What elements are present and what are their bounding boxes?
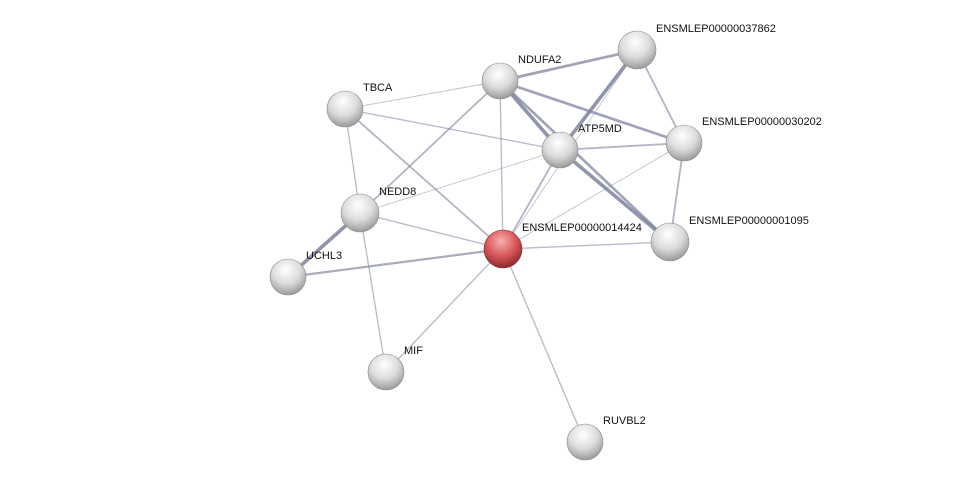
edge-ATP5MD-E30202[interactable] <box>559 142 685 151</box>
node-label: ENSMLEP00000001095 <box>689 215 809 227</box>
node-sphere[interactable] <box>665 124 703 162</box>
edge-NDUFA2-E14424[interactable] <box>499 80 504 250</box>
node-sphere[interactable] <box>483 229 523 269</box>
node-e01095[interactable]: ENSMLEP00000001095 <box>650 215 809 262</box>
node-label: NEDD8 <box>379 186 416 198</box>
node-label: MIF <box>404 345 423 357</box>
edge-NEDD8-MIF[interactable] <box>359 212 387 373</box>
edge-NDUFA2-NEDD8[interactable] <box>359 80 501 214</box>
node-sphere[interactable] <box>340 193 380 233</box>
node-sphere[interactable] <box>269 258 307 296</box>
node-label: TBCA <box>363 82 393 94</box>
node-e30202[interactable]: ENSMLEP00000030202 <box>665 116 822 162</box>
edge-E14424-MIF[interactable] <box>385 248 504 373</box>
node-tbca[interactable]: TBCA <box>326 82 393 128</box>
node-label: ENSMLEP00000014424 <box>522 222 642 234</box>
node-sphere[interactable] <box>566 423 604 461</box>
edge-E14424-UCHL3[interactable] <box>287 247 504 279</box>
edge-NEDD8-E14424[interactable] <box>359 212 504 250</box>
node-label: ATP5MD <box>578 123 622 135</box>
edge-E14424-RUVBL2[interactable] <box>502 248 586 443</box>
node-sphere[interactable] <box>481 62 519 100</box>
node-label: NDUFA2 <box>518 54 561 66</box>
edge-NDUFA2-E37862[interactable] <box>499 48 638 83</box>
node-label: UCHL3 <box>306 250 342 262</box>
edge-NDUFA2-TBCA[interactable] <box>344 80 501 110</box>
node-uchl3[interactable]: UCHL3 <box>269 250 342 296</box>
node-ndufa2[interactable]: NDUFA2 <box>481 54 561 100</box>
edge-NDUFA2-E30202[interactable] <box>499 79 685 145</box>
node-sphere[interactable] <box>650 222 690 262</box>
node-e14424[interactable]: ENSMLEP00000014424 <box>483 222 642 269</box>
edge-E37862-ATP5MD[interactable] <box>558 48 639 152</box>
edge-ATP5MD-E01095[interactable] <box>558 148 672 244</box>
node-sphere[interactable] <box>326 90 364 128</box>
edge-ATP5MD-NEDD8[interactable] <box>359 149 561 214</box>
edge-TBCA-E14424[interactable] <box>344 108 504 250</box>
node-sphere[interactable] <box>367 353 405 391</box>
node-atp5md[interactable]: ATP5MD <box>541 123 622 169</box>
node-label: ENSMLEP00000030202 <box>702 116 822 128</box>
node-sphere[interactable] <box>617 30 657 70</box>
node-label: ENSMLEP00000037862 <box>656 23 776 35</box>
edge-E14424-E01095[interactable] <box>502 241 671 250</box>
edge-E30202-E14424[interactable] <box>502 142 685 250</box>
node-label: RUVBL2 <box>603 415 646 427</box>
edge-TBCA-ATP5MD[interactable] <box>344 108 561 151</box>
edge-NDUFA2-E01095[interactable] <box>499 80 671 243</box>
node-nedd8[interactable]: NEDD8 <box>340 186 416 233</box>
node-sphere[interactable] <box>541 131 579 169</box>
node-e37862[interactable]: ENSMLEP00000037862 <box>617 23 776 70</box>
node-ruvbl2[interactable]: RUVBL2 <box>566 415 646 461</box>
node-mif[interactable]: MIF <box>367 345 423 391</box>
